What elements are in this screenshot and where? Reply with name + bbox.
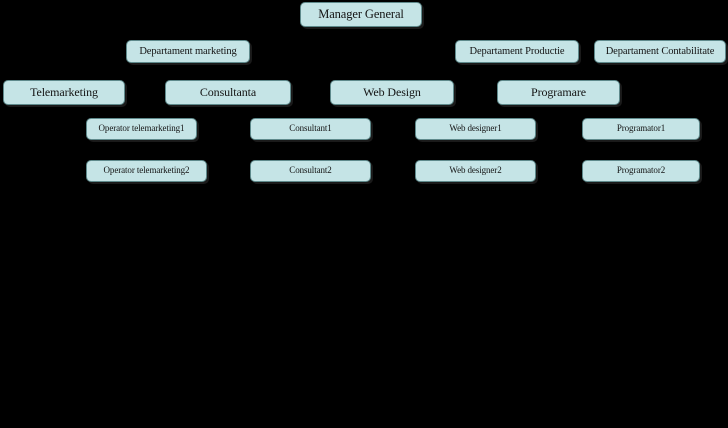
org-node-label: Departament Contabilitate [605, 45, 715, 57]
org-node-programare[interactable]: Programare [497, 80, 620, 105]
org-node-operator-telemarketing-2[interactable]: Operator telemarketing2 [86, 160, 207, 182]
org-node-label: Programare [531, 85, 586, 100]
org-node-telemarketing[interactable]: Telemarketing [3, 80, 125, 105]
org-node-label: Web designer1 [449, 123, 502, 134]
org-node-label: Web Design [363, 85, 421, 100]
org-node-label: Manager General [318, 6, 404, 21]
org-node-label: Programator1 [616, 123, 666, 134]
org-node-web-design[interactable]: Web Design [330, 80, 454, 105]
org-node-manager-general[interactable]: Manager General [300, 2, 422, 27]
org-node-departament-productie[interactable]: Departament Productie [455, 40, 579, 63]
org-node-label: Departament Productie [469, 45, 565, 57]
org-node-consultant-2[interactable]: Consultant2 [250, 160, 371, 182]
org-node-departament-contabilitate[interactable]: Departament Contabilitate [594, 40, 726, 63]
org-node-label: Telemarketing [30, 85, 98, 100]
org-node-consultanta[interactable]: Consultanta [165, 80, 291, 105]
org-node-label: Web designer2 [449, 165, 502, 176]
org-node-label: Departament marketing [139, 45, 237, 57]
org-node-operator-telemarketing-1[interactable]: Operator telemarketing1 [86, 118, 197, 140]
org-node-label: Consultanta [199, 85, 257, 100]
org-node-label: Consultant2 [289, 165, 332, 176]
org-node-programator-1[interactable]: Programator1 [582, 118, 700, 140]
org-node-label: Operator telemarketing1 [98, 123, 185, 134]
org-node-consultant-1[interactable]: Consultant1 [250, 118, 371, 140]
org-node-label: Programator2 [616, 165, 666, 176]
org-node-web-designer-1[interactable]: Web designer1 [415, 118, 536, 140]
org-node-label: Operator telemarketing2 [103, 165, 190, 176]
org-node-programator-2[interactable]: Programator2 [582, 160, 700, 182]
org-node-departament-marketing[interactable]: Departament marketing [126, 40, 250, 63]
org-node-label: Consultant1 [289, 123, 332, 134]
org-node-web-designer-2[interactable]: Web designer2 [415, 160, 536, 182]
